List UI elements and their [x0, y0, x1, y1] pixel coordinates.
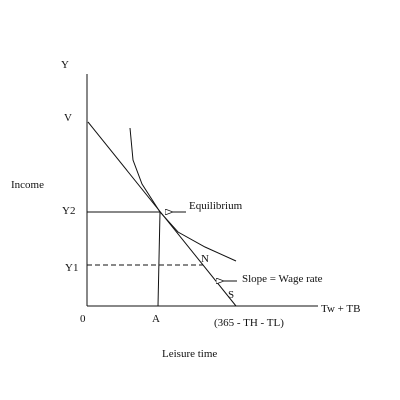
point-label-s: S — [228, 289, 234, 301]
equilibrium-annotation: Equilibrium — [189, 200, 243, 212]
origin-label: 0 — [80, 313, 86, 325]
slope-annotation: Slope = Wage rate — [242, 273, 323, 285]
x-axis-title: Leisure time — [162, 348, 217, 360]
tick-label-y2: Y2 — [62, 205, 75, 217]
y-axis-title: Income — [11, 179, 44, 191]
tick-label-a: A — [152, 313, 160, 325]
tick-label-v: V — [64, 112, 72, 124]
tick-label-y1: Y1 — [65, 262, 78, 274]
x-axis-end-label: Tw + TB — [321, 303, 360, 315]
a-guide-line — [157, 211, 161, 307]
point-label-n: N — [201, 253, 209, 265]
tick-label-endpoint: (365 - TH - TL) — [214, 317, 284, 329]
y-axis-symbol: Y — [61, 59, 69, 71]
